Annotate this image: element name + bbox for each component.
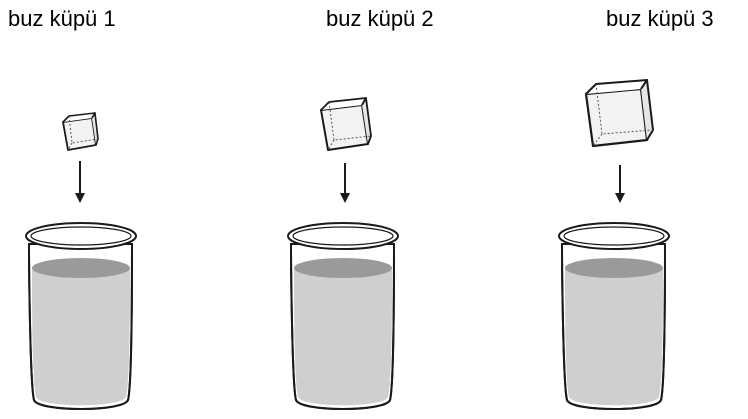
ice-cube-1-icon <box>62 112 99 151</box>
ice-cube-3-icon <box>584 79 654 148</box>
water-surface-1 <box>32 258 130 278</box>
water-2 <box>294 268 392 406</box>
water-3 <box>565 268 663 406</box>
ice-cube-1-label: buz küpü 1 <box>8 6 116 31</box>
beaker-1 <box>25 222 137 410</box>
setup-3 <box>558 79 670 410</box>
ice-cube-2-label: buz küpü 2 <box>326 6 434 31</box>
setup-2 <box>287 97 399 410</box>
beaker-3 <box>558 222 670 410</box>
ice-cube-3-label: buz küpü 3 <box>606 6 714 31</box>
ice-cube-2-icon <box>320 97 372 151</box>
water-surface-3 <box>565 258 663 278</box>
setup-1 <box>25 112 137 410</box>
water-1 <box>32 268 130 406</box>
beaker-2 <box>287 222 399 410</box>
water-surface-2 <box>294 258 392 278</box>
